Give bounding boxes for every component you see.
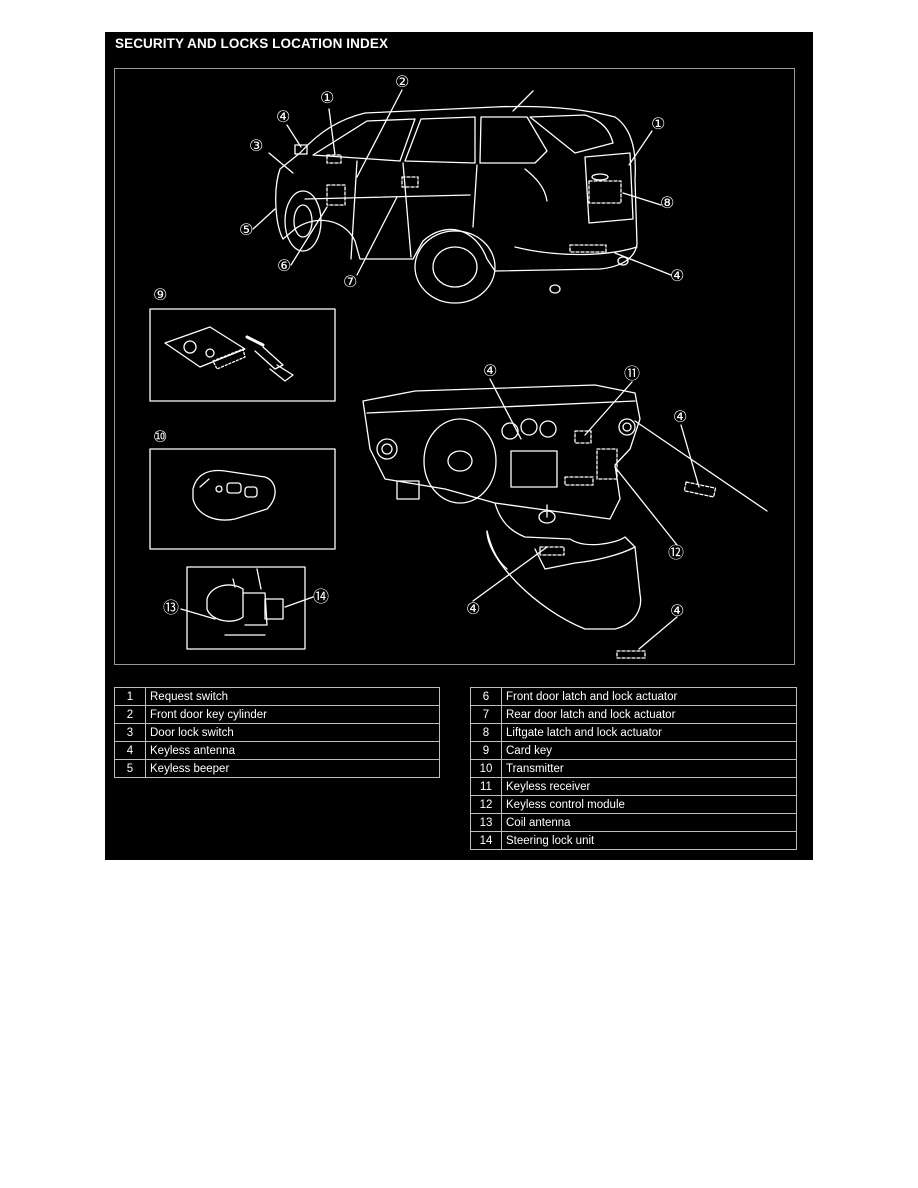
legend-number: 14 [470, 831, 502, 850]
steering-lock-panel [180, 566, 314, 650]
callout-4-console: ④ [466, 599, 481, 618]
legend-number: 1 [114, 687, 146, 706]
legend-label: Front door latch and lock actuator [501, 687, 797, 706]
legend-number: 12 [470, 795, 502, 814]
legend-number: 13 [470, 813, 502, 832]
callout-1: ① [320, 88, 335, 107]
legend-number: 6 [470, 687, 502, 706]
callout-4-rear-floor: ④ [670, 601, 685, 620]
legend-number: 11 [470, 777, 502, 796]
legend-number: 10 [470, 759, 502, 778]
callout-4-bumper: ④ [670, 266, 685, 285]
callout-1-rear: ① [651, 114, 666, 133]
location-figure: ① ② ③ ④ ⑤ ⑥ ⑦ ① ⑧ ④ ⑨ ⑩ ⑬ ⑭ ④ ⑪ ④ ⑫ ④ ④ [114, 68, 795, 665]
callout-7: ⑦ [343, 272, 358, 291]
callout-8: ⑧ [660, 193, 675, 212]
page-title: SECURITY AND LOCKS LOCATION INDEX [115, 36, 389, 51]
callout-14: ⑭ [313, 587, 330, 606]
legend-label: Transmitter [501, 759, 797, 778]
card-key-panel [149, 308, 336, 402]
callout-11: ⑪ [624, 364, 641, 383]
legend-label: Liftgate latch and lock actuator [501, 723, 797, 742]
transmitter-panel [149, 448, 336, 550]
legend-number: 8 [470, 723, 502, 742]
legend-number: 4 [114, 741, 146, 760]
callout-4-dash: ④ [483, 361, 498, 380]
callout-10: ⑩ [153, 427, 168, 446]
legend-number: 9 [470, 741, 502, 760]
legend-label: Request switch [145, 687, 440, 706]
legend-number: 7 [470, 705, 502, 724]
callout-13: ⑬ [163, 598, 180, 617]
callout-9: ⑨ [153, 285, 168, 304]
legend-label: Front door key cylinder [145, 705, 440, 724]
callout-4-glovebox: ④ [673, 407, 688, 426]
legend-label: Rear door latch and lock actuator [501, 705, 797, 724]
callout-5: ⑤ [239, 220, 254, 239]
legend-label: Door lock switch [145, 723, 440, 742]
callout-12: ⑫ [668, 543, 685, 562]
legend-label: Coil antenna [501, 813, 797, 832]
legend-label: Keyless beeper [145, 759, 440, 778]
exterior-leader-lines [252, 89, 672, 276]
callout-2: ② [395, 72, 410, 91]
dashboard-interior-drawing [362, 384, 768, 659]
interior-leader-lines [472, 378, 700, 650]
callout-4-door: ④ [276, 107, 291, 126]
legend-label: Steering lock unit [501, 831, 797, 850]
vehicle-exterior-drawing [275, 90, 638, 304]
legend-number: 3 [114, 723, 146, 742]
legend-label: Keyless control module [501, 795, 797, 814]
callout-6: ⑥ [277, 256, 292, 275]
legend-number: 5 [114, 759, 146, 778]
legend-label: Card key [501, 741, 797, 760]
legend-number: 2 [114, 705, 146, 724]
diagram-sheet: SECURITY AND LOCKS LOCATION INDEX [105, 32, 813, 860]
legend-label: Keyless antenna [145, 741, 440, 760]
legend-label: Keyless receiver [501, 777, 797, 796]
callout-3: ③ [249, 136, 264, 155]
vehicle-illustration [149, 89, 768, 659]
